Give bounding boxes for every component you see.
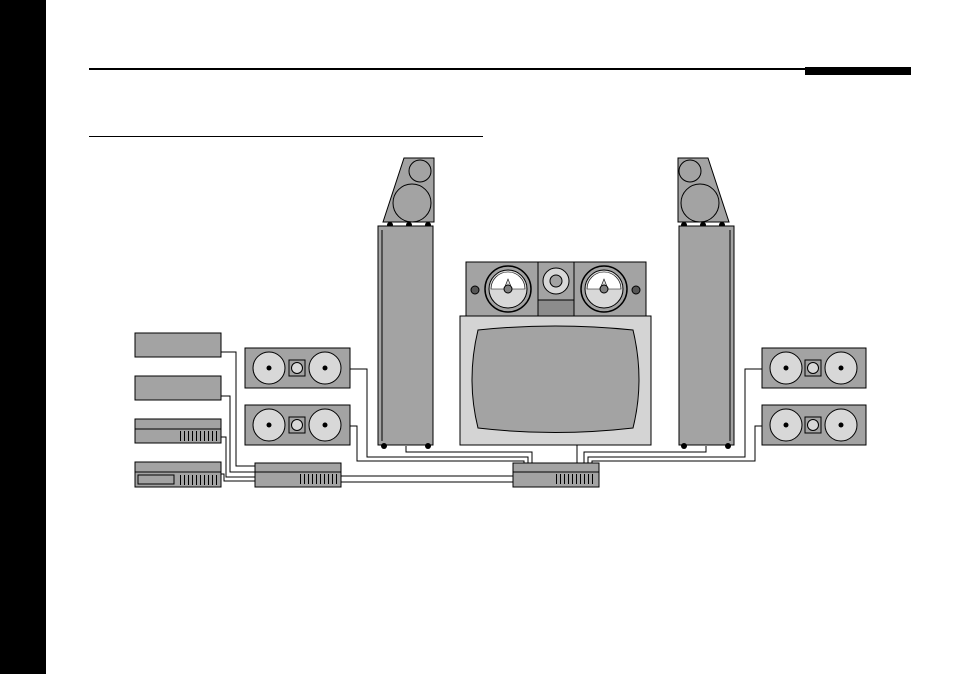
- right-surround-speaker-front: [762, 348, 866, 388]
- left-surround-speaker-rear: [245, 405, 350, 445]
- tv-screen: [472, 326, 639, 433]
- left-main-tower-speaker: [378, 158, 434, 449]
- source-component-4: [135, 462, 221, 487]
- cable: [406, 446, 532, 463]
- left-surround-speaker-front: [245, 348, 350, 388]
- source-component-2: [135, 376, 221, 400]
- source-component-1: [135, 333, 221, 357]
- main-processor-amplifier: [513, 463, 599, 487]
- right-main-tower-speaker: [678, 158, 734, 449]
- woofer-driver: [681, 184, 719, 222]
- tweeter-driver: [409, 160, 431, 182]
- woofer-driver: [393, 184, 431, 222]
- tweeter-driver: [679, 160, 701, 182]
- cable: [584, 446, 706, 463]
- center-channel-speaker: [466, 262, 646, 316]
- surround-amplifier: [255, 463, 341, 487]
- right-surround-speaker-rear: [762, 405, 866, 445]
- television: [460, 316, 651, 445]
- source-component-3: [135, 419, 221, 443]
